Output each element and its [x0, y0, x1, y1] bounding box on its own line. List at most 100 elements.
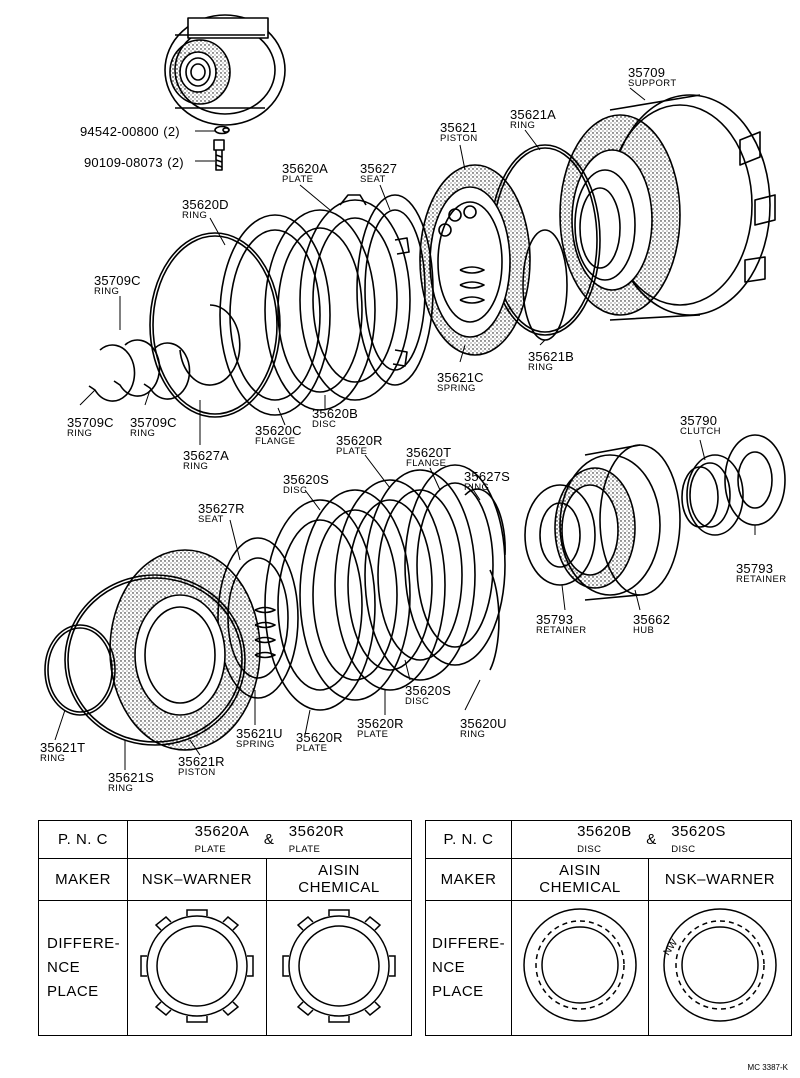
part-number: 35620S	[405, 683, 452, 698]
plate-35620A	[299, 194, 411, 401]
part-name: SPRING	[236, 739, 275, 750]
part-name: SEAT	[198, 514, 224, 525]
part-name: SPRING	[437, 383, 476, 394]
maker-1-cell: NSK–WARNER	[127, 858, 267, 901]
part-number: 35627	[360, 161, 398, 176]
pnc-a: 35620A	[194, 822, 250, 840]
part-number: 35709C	[94, 273, 141, 288]
pnc-value-cell: 35620A PLATE & 35620R PLATE	[127, 820, 412, 859]
part-name: PLATE	[336, 446, 368, 457]
ring-35621S	[64, 574, 246, 746]
bolt-90109	[213, 139, 225, 171]
ampersand: &	[263, 831, 275, 848]
part-name: PISTON	[440, 133, 478, 144]
part-number: 35709C	[67, 415, 114, 430]
disc-35620B	[264, 209, 376, 411]
pnc-a-sub: PLATE	[194, 843, 227, 855]
part-number: 35793	[536, 612, 574, 627]
part-number: 35620A	[282, 161, 329, 176]
maker-label-cell: MAKER	[425, 858, 512, 901]
part-number: 35709	[628, 65, 666, 80]
part-number: 35793	[736, 561, 774, 576]
part-number: 35621A	[510, 107, 557, 122]
part-name: DISC	[405, 696, 430, 707]
pnc-label: P. N. C	[58, 830, 108, 848]
disc-drawing-aisin	[511, 900, 649, 1036]
part-number: 35790	[680, 413, 718, 428]
part-name: RING	[130, 428, 156, 439]
maker-1b: CHEMICAL	[539, 878, 621, 896]
ring-35620U	[489, 569, 500, 671]
part-number: 35620R	[336, 433, 383, 448]
part-name: PLATE	[296, 743, 328, 754]
pnc-b: 35620R	[288, 822, 345, 840]
ring-35627S	[464, 488, 506, 556]
plate-lug-icon	[282, 908, 396, 1023]
part-name: DISC	[312, 419, 337, 430]
maker-1: NSK–WARNER	[141, 870, 253, 888]
drum-assembly-top	[164, 14, 286, 126]
part-number: 35709C	[130, 415, 177, 430]
part-name: RING	[183, 461, 209, 472]
maker-label: MAKER	[440, 870, 497, 888]
part-number: 35662	[633, 612, 671, 627]
pnc-label-cell: P. N. C	[425, 820, 512, 859]
part-number: 35620S	[283, 472, 330, 487]
part-name: RING	[67, 428, 93, 439]
ring-35621T	[44, 624, 116, 716]
pnc-b-sub: PLATE	[288, 843, 321, 855]
part-name: PLATE	[282, 174, 314, 185]
part-name: PISTON	[178, 767, 216, 778]
part-number: 35621T	[40, 740, 86, 755]
footer-code: MC 3387-K	[747, 1063, 788, 1072]
piston-35621	[419, 164, 531, 356]
part-number: 90109-08073	[84, 155, 163, 170]
pnc-a-sub: DISC	[577, 843, 602, 855]
part-name: HUB	[633, 625, 655, 636]
part-number: 35620C	[255, 423, 302, 438]
maker-2: NSK–WARNER	[664, 870, 776, 888]
part-number: 35621	[440, 120, 478, 135]
part-name: PLATE	[357, 729, 389, 740]
diff-1: DIFFERE-	[47, 935, 121, 952]
part-name: DISC	[283, 485, 308, 496]
part-number: 35621S	[108, 770, 155, 785]
part-number: 35620R	[357, 716, 404, 731]
part-number: 35621U	[236, 726, 283, 741]
washer-94542	[214, 125, 230, 135]
maker-label: MAKER	[55, 870, 111, 888]
part-number: 35620D	[182, 197, 229, 212]
snap-rings-35709C	[88, 339, 191, 402]
lower-disc-stack	[264, 464, 506, 711]
ampersand: &	[646, 831, 657, 848]
diff-2: NCE	[432, 959, 466, 976]
part-number: 35621R	[178, 754, 225, 769]
pnc-label: P. N. C	[443, 830, 494, 848]
part-number: 35627S	[464, 469, 511, 484]
part-name: RING	[510, 120, 536, 131]
plate-lug-icon	[140, 908, 254, 1023]
diff-2: NCE	[47, 959, 81, 976]
